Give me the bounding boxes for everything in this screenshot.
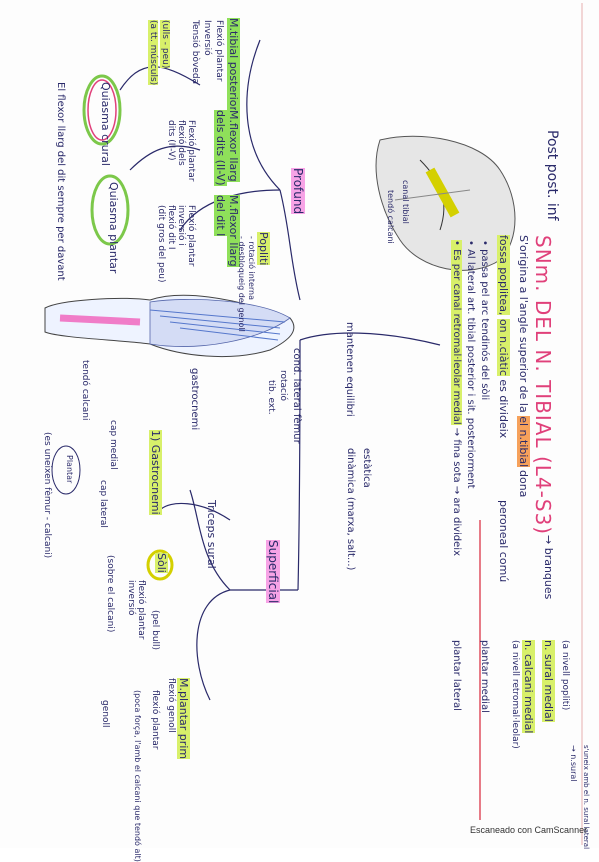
gastroc: gastrocnemi xyxy=(189,368,200,431)
soli-desc-0: flexió plantar xyxy=(136,580,146,640)
tibial-post-note-0: (ulls - peu) xyxy=(160,20,170,69)
sobre: (sobre el calcani) xyxy=(105,555,115,633)
chiasm-note: El flexor llarg del dit sempre per davan… xyxy=(55,82,66,281)
leg-diagram xyxy=(44,294,295,357)
page-title: SNm. DEL N. TIBIAL (L4-S3) xyxy=(531,235,555,536)
path-line1: • passa pel arc tendinós del sòli xyxy=(479,240,490,401)
maintain: mantenen equilibri xyxy=(344,322,355,417)
path-line3-text: • Es per canal retromal·leolar medial xyxy=(451,240,462,425)
origin-line1-end: el n.tibial xyxy=(517,416,530,468)
superficial-label: Superficial xyxy=(266,540,280,604)
profund: Profund xyxy=(291,168,305,215)
path-line2: • Al lateral art. tibial posterior i sit… xyxy=(465,240,476,489)
plantaris: Plantar xyxy=(65,455,74,484)
branch-calcaneo-text: n. calcani medial xyxy=(522,640,535,734)
origin-ciatic: on n.ciàtic xyxy=(497,318,510,376)
flexor-dits-desc-1: flexió dels xyxy=(176,120,186,166)
tibial-post-label: M.tibial posterior xyxy=(227,18,240,112)
flexor-dits: M.flexor llarg dels dits (II-V) xyxy=(214,110,240,190)
chiasm-plantar: Quiasma plantar xyxy=(107,182,120,274)
path-line3-c: → ara divideix xyxy=(451,485,462,556)
branch-sural-note: (a nivell popliti) xyxy=(560,640,570,711)
soli-desc-1: inversió xyxy=(126,580,136,616)
tibial-post: M.tibial posterior xyxy=(227,18,240,112)
gastroc2-label: 1) Gastrocnemi xyxy=(149,430,162,515)
footer-watermark: Escaneado con CamScanner xyxy=(470,825,588,835)
path-line3: • Es per canal retromal·leolar medial → … xyxy=(451,240,462,556)
popliti-desc-1: - desbloqueig del genoll xyxy=(237,236,246,332)
flexor-dits-desc-2: dits (II-V) xyxy=(166,120,176,161)
tibial-post-note-1-text: (a tt. músculs) xyxy=(148,20,158,86)
tibial-post-desc-1: Inversió xyxy=(202,20,212,56)
plantar-medial: plantar medial xyxy=(479,640,490,713)
origin-line1: S'origina a l'angle superior de la el n.… xyxy=(517,235,530,468)
tibial-post-note-0-text: (ulls - peu) xyxy=(160,20,170,69)
m-plantar-label: M.plantar prim xyxy=(177,678,190,760)
flexio2: flexió plantar xyxy=(150,690,160,750)
soli-label: Sòli xyxy=(155,553,168,573)
chiasm-crural: Quiasma crural xyxy=(99,82,112,166)
path-line3-b: → fina sota xyxy=(451,427,462,483)
branch-sural-note3: → n.sural xyxy=(569,745,578,782)
origin-dona: dona xyxy=(517,470,530,498)
flexio: flexió genoll xyxy=(166,678,176,733)
soli: Sòli xyxy=(155,553,168,573)
gastroc2: 1) Gastrocnemi xyxy=(149,430,162,515)
m-plantar: M.plantar prim xyxy=(177,678,190,760)
triceps: Tríceps sural xyxy=(205,500,218,569)
origin-line1-text: S'origina a l'angle superior de la xyxy=(517,235,530,413)
flexor-hallux-desc-2: flexió dit I xyxy=(166,205,176,250)
branch-sural: n. sural medial xyxy=(542,640,555,722)
origin-peroneal: peroneal comú xyxy=(497,500,510,583)
tibial-post-desc-2: Tensió bòveda xyxy=(190,20,200,85)
popliti-label: Popliti xyxy=(257,232,270,266)
cond-desc-1: tib. ext. xyxy=(266,380,276,415)
branch-sural-text: n. sural medial xyxy=(542,640,555,722)
branch-calcaneo: n. calcani medial xyxy=(522,640,535,734)
pel-bull: (pel bull) xyxy=(150,610,160,651)
genoll: genoll xyxy=(100,700,110,728)
origin-divideix: es divideix xyxy=(497,379,510,439)
superficial: Superficial xyxy=(266,540,280,604)
flexor-dits-label: M.flexor llarg dels dits (II-V) xyxy=(214,110,240,186)
cap-lateral: cap lateral xyxy=(98,480,108,528)
tibial-post-desc-0: Flexió plantar xyxy=(214,20,224,82)
popliti: Popliti xyxy=(257,232,270,266)
flexor-hallux-desc-0: Flexió plantar xyxy=(186,205,196,267)
popliti-desc-0: - rotació interna xyxy=(247,236,256,301)
origin-fossa: fossa poplitea, xyxy=(497,235,510,316)
tendo-calc2: tendó calcani xyxy=(80,360,90,421)
origin-line2: fossa poplitea, on n.ciàtic es divideix xyxy=(497,235,510,438)
profund-label: Profund xyxy=(291,168,305,215)
plant-note: (es uneixen fèmur - calcani) xyxy=(42,432,52,559)
cond-lat: cond. lateral fèmur xyxy=(291,348,302,444)
header-left: Post post. inf xyxy=(544,130,560,221)
plantar-extra: (poca força, l'amb el calcani que tendó … xyxy=(133,690,142,862)
plantar-lateral: plantar lateral xyxy=(451,640,462,711)
ankle-diagram xyxy=(375,135,516,271)
flexor-hallux-desc-1: inversió i xyxy=(176,205,186,246)
flexor-hallux-desc-3: (dit gros del peu) xyxy=(156,205,166,283)
branches-label: → branques xyxy=(542,535,555,600)
dinamica: dinàmica (marxa, salt...) xyxy=(345,448,356,571)
cond-desc-0: rotació xyxy=(278,370,288,402)
tibial-post-note-1: (a tt. músculs) xyxy=(148,20,158,86)
branch-calcaneo-note: (a nivell retromal·leolar) xyxy=(510,640,520,749)
cap-medial: cap medial xyxy=(108,420,118,470)
flexor-dits-desc-0: Flexió plantar xyxy=(186,120,196,182)
ankle-label-tibial: canal tibial xyxy=(401,180,410,224)
ankle-label-tendo: tendó calcani xyxy=(386,190,395,244)
estatica: estàtica xyxy=(361,448,372,488)
